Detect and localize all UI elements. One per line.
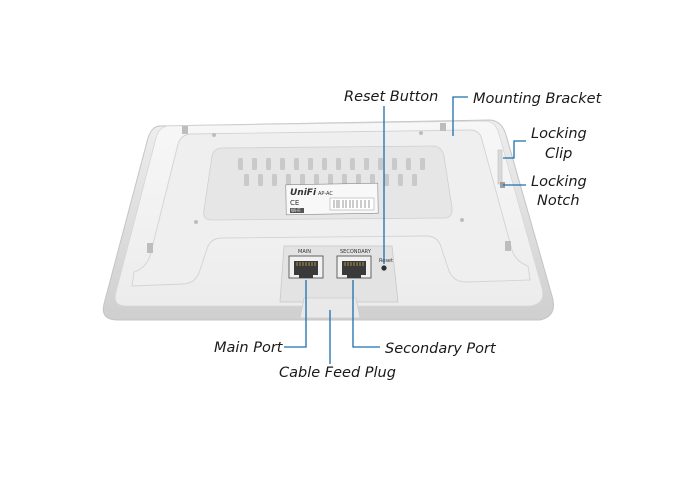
reset-label: Reset xyxy=(379,258,393,264)
locking-notch-callout-line2: Notch xyxy=(537,193,580,209)
locking-clip xyxy=(497,149,503,185)
ventilation-slots xyxy=(238,158,425,186)
brand-logo: UniFi xyxy=(290,188,317,198)
secondary-port-leader-line xyxy=(352,280,380,348)
cable-feed-plug xyxy=(299,297,361,319)
cable-feed-plug-callout: Cable Feed Plug xyxy=(279,365,396,381)
secondary-port-label: SECONDARY xyxy=(340,249,372,255)
leader-lines xyxy=(284,96,526,364)
locking-notch-callout-line1: Locking xyxy=(531,174,587,190)
main-port-label: MAIN xyxy=(298,249,311,255)
mounting-bracket-callout: Mounting Bracket xyxy=(473,91,603,107)
central-recess xyxy=(203,145,453,221)
locking-clip-callout-line1: Locking xyxy=(531,126,587,142)
secondary-port-callout: Secondary Port xyxy=(385,341,497,357)
main-port-leader-line xyxy=(284,280,307,348)
model-text: AP-AC xyxy=(318,191,333,197)
secondary-ethernet-port: SECONDARY xyxy=(336,249,372,279)
mounting-holes xyxy=(147,123,511,253)
locking-notch xyxy=(500,182,505,188)
mounting-bracket-leader-line xyxy=(452,96,468,136)
wifi-badge: Wi-Fi xyxy=(291,208,301,213)
locking-clip-callout-line2: Clip xyxy=(545,146,572,162)
main-port-callout: Main Port xyxy=(214,340,284,356)
locking-clip-leader-line xyxy=(503,140,526,159)
access-point-device: UniFi AP-AC CE Wi-Fi xyxy=(102,119,554,321)
reset-button: Reset xyxy=(379,258,393,271)
main-ethernet-port: MAIN xyxy=(288,249,324,279)
reset-button-callout: Reset Button xyxy=(344,89,438,105)
product-label: UniFi AP-AC CE Wi-Fi xyxy=(285,182,379,216)
ce-mark: CE xyxy=(290,199,299,207)
